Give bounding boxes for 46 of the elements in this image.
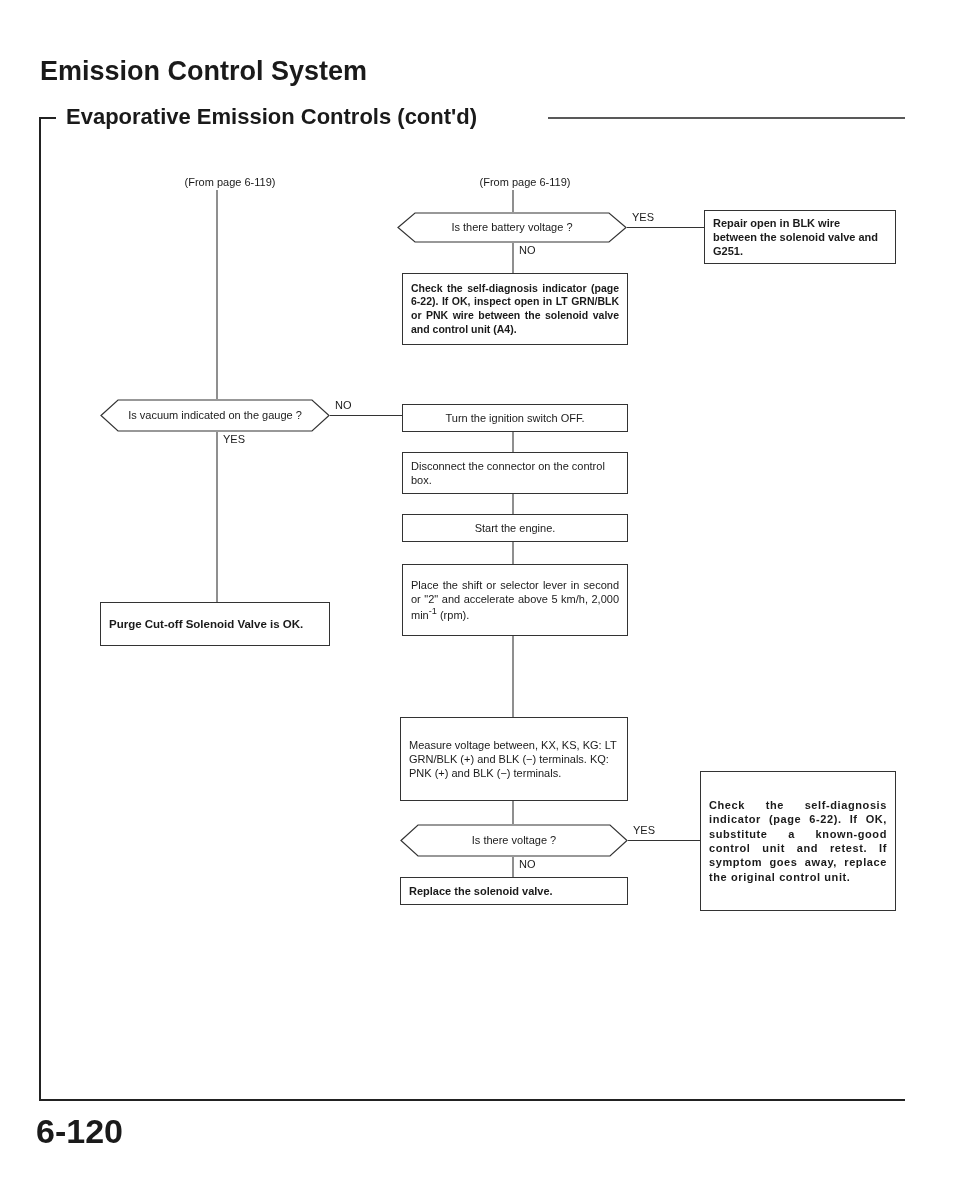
connector-line: [512, 493, 514, 515]
process-box: [402, 404, 628, 432]
process-box: [100, 602, 330, 646]
edge-label: YES: [632, 823, 656, 837]
question-text: Is there battery voltage ?: [451, 220, 573, 235]
decision-hexagon: [397, 212, 627, 243]
step-text: Start the engine.: [474, 520, 556, 536]
step-text: Purge Cut-off Solenoid Valve is OK.: [109, 616, 304, 632]
page-title: Emission Control System: [40, 56, 368, 87]
connector-line: [512, 635, 514, 718]
process-box: [704, 210, 896, 264]
connector-line: [627, 839, 701, 842]
connector-line: [216, 431, 218, 603]
page-number: 6-120: [36, 1112, 123, 1151]
connector-line: [512, 189, 514, 213]
decision-hexagon: [400, 824, 628, 857]
decision-hexagon: [100, 399, 330, 432]
edge-label: YES: [631, 210, 655, 224]
question-text: Is vacuum indicated on the gauge ?: [128, 408, 302, 423]
step-text: Place the shift or selector lever in second or "2" and accelerate above 5 km/h, 2,000 min$^{-1}$ (rpm).: [411, 577, 619, 623]
connector-line: [512, 541, 514, 565]
process-box: [400, 717, 628, 801]
step-text: Measure voltage between, KX, KS, KG: LT GRN/BLK (+) and BLK (−) terminals. KQ: PNK (+) and BLK (−) terminals.: [409, 737, 618, 781]
process-box: [402, 452, 628, 494]
reference-note: (From page 6-119): [160, 176, 300, 188]
question-text: Is there voltage ?: [471, 833, 557, 848]
process-box: [402, 273, 628, 345]
reference-note: (From page 6-119): [455, 176, 595, 188]
step-text: Repair open in BLK wire between the solenoid valve and G251.: [713, 215, 880, 259]
step-text: Check the self-diagnosis indicator (page 6-22). If OK, substitute a known-good control unit and retest. If symptom goes away, replace the original control unit.: [709, 798, 887, 884]
connector-line: [512, 856, 514, 878]
process-box: [402, 514, 628, 542]
connector-line: [512, 431, 514, 453]
connector-line: [216, 189, 218, 400]
step-text: Check the self-diagnosis indicator (page 6-22). If OK, inspect open in LT GRN/BLK or PNK wire between the solenoid valve and control unit (A4).: [411, 281, 619, 337]
step-text: Turn the ignition switch OFF.: [445, 410, 585, 426]
process-box: [700, 771, 896, 911]
process-box: [400, 877, 628, 905]
connector-line: [626, 226, 705, 229]
connector-line: [512, 800, 514, 825]
process-box: [402, 564, 628, 636]
connector-line: [329, 414, 403, 417]
edge-label: NO: [334, 398, 353, 412]
connector-line: [512, 242, 514, 274]
step-text: Disconnect the connector on the control box.: [411, 458, 606, 488]
step-text: Replace the solenoid valve.: [409, 883, 553, 899]
